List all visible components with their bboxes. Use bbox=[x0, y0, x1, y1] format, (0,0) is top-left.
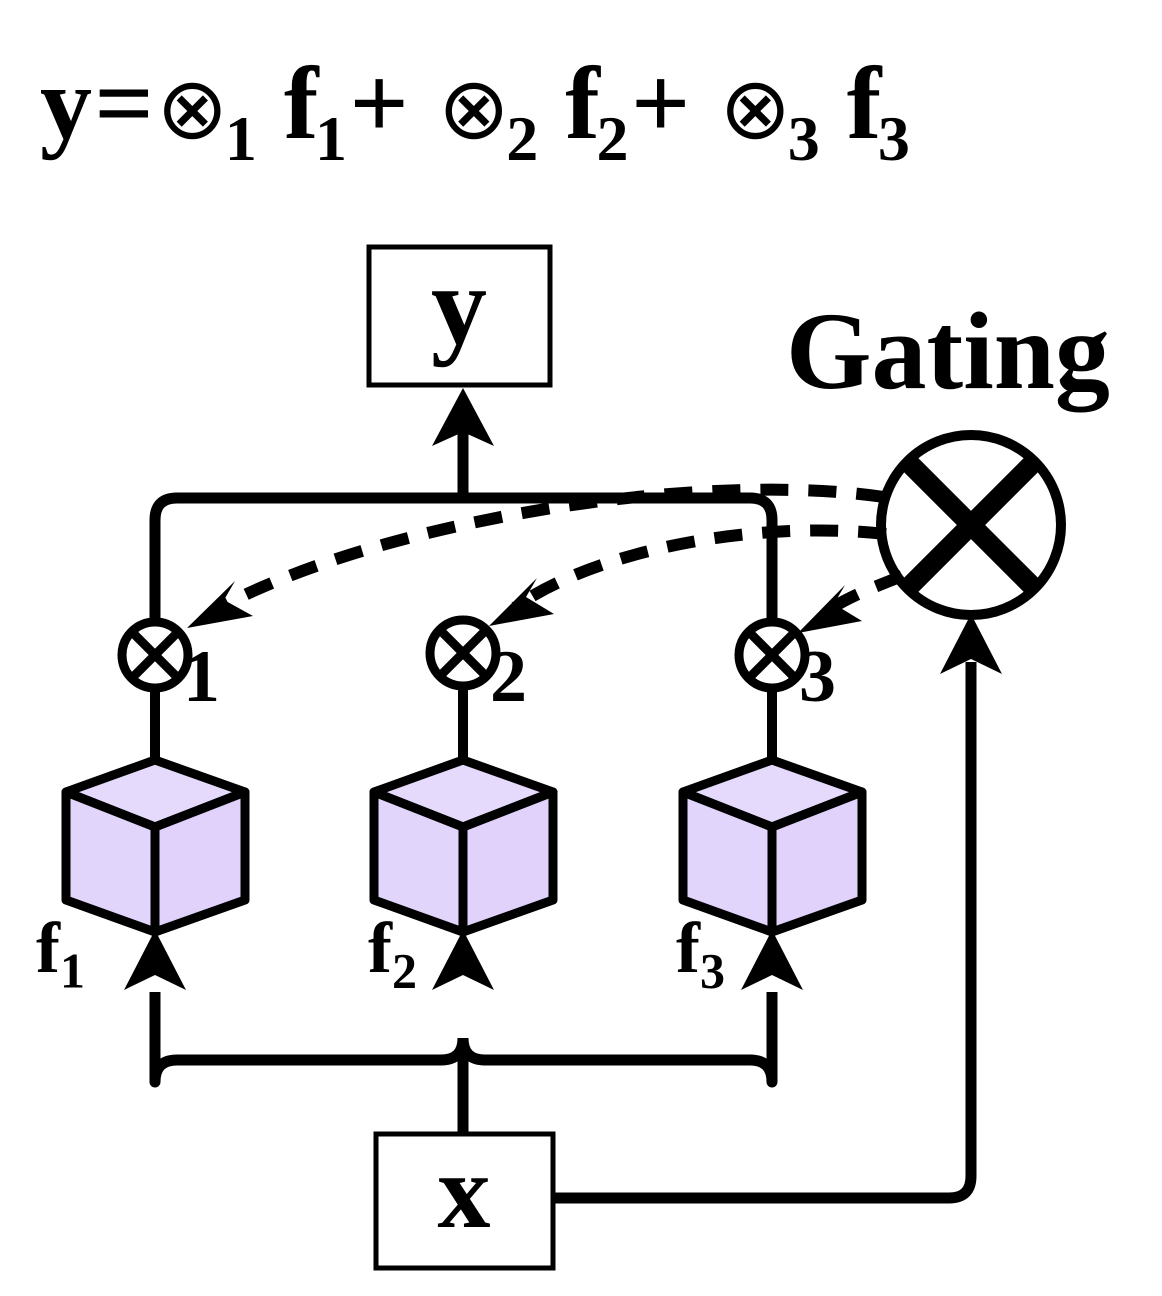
gate-node-2-subscript: 2 bbox=[490, 636, 527, 718]
equation-factor-2: f bbox=[565, 46, 601, 161]
gating-title: Gating bbox=[786, 290, 1110, 412]
equation-factor-1: f bbox=[283, 46, 319, 161]
gating-node[interactable] bbox=[876, 430, 1066, 620]
expert-cube-2 bbox=[369, 755, 558, 937]
expert-1-input-arrowhead bbox=[124, 930, 186, 990]
expert-1-label: f1 bbox=[36, 912, 85, 995]
equation-gate-sub-1: 1 bbox=[224, 102, 258, 174]
equation-plus-1: + bbox=[349, 46, 410, 161]
expert-2-label: f2 bbox=[368, 912, 417, 995]
expert-1-label-sub: 1 bbox=[59, 942, 85, 999]
equation-factor-sub-1: 1 bbox=[314, 102, 348, 174]
gating-signal-3-arrowhead bbox=[798, 585, 862, 633]
input-bus-left-wire bbox=[149, 992, 469, 1088]
equation: y=⊗1 f1+ ⊗2 f2+ ⊗3 f3 bbox=[40, 52, 910, 171]
expert-cube-2-right-face bbox=[458, 787, 558, 937]
gating-input-arrowhead bbox=[940, 614, 1002, 674]
gating-signal-1-wire bbox=[212, 483, 885, 616]
gating-signal-3-wire bbox=[819, 570, 905, 619]
expert-3-input-arrowhead bbox=[741, 930, 803, 990]
gate-node-2[interactable] bbox=[425, 615, 501, 691]
otimes-icon-1: ⊗ bbox=[156, 59, 229, 159]
expert-cube-3 bbox=[678, 755, 867, 937]
expert-3-label: f3 bbox=[676, 912, 725, 995]
equation-equals: = bbox=[94, 46, 155, 161]
equation-gate-sub-2: 2 bbox=[506, 102, 539, 174]
expert-2-label-base: f bbox=[368, 908, 392, 988]
output-box-label: y bbox=[431, 244, 487, 368]
input-box bbox=[373, 1131, 556, 1271]
summation-bus-wire bbox=[149, 492, 778, 648]
equation-lhs: y bbox=[40, 46, 93, 161]
expert-2-label-sub: 2 bbox=[391, 942, 417, 999]
gate-node-3[interactable] bbox=[734, 617, 810, 693]
expert-cube-1-right-face bbox=[150, 787, 250, 937]
equation-plus-2: + bbox=[630, 46, 691, 161]
equation-factor-sub-2: 2 bbox=[596, 102, 629, 174]
otimes-icon-2: ⊗ bbox=[437, 59, 511, 159]
output-box bbox=[366, 244, 553, 388]
equation-factor-3: f bbox=[846, 46, 882, 161]
gate-node-1-subscript: 1 bbox=[183, 636, 220, 718]
expert-3-label-base: f bbox=[676, 908, 700, 988]
otimes-icon-3: ⊗ bbox=[719, 59, 792, 159]
expert-1-label-base: f bbox=[36, 908, 60, 988]
expert-cube-3-right-face bbox=[767, 787, 867, 937]
expert-2-input-arrowhead bbox=[432, 930, 494, 990]
gate-node-3-subscript: 3 bbox=[799, 636, 836, 718]
equation-factor-sub-3: 3 bbox=[877, 102, 911, 174]
expert-3-label-sub: 3 bbox=[699, 942, 725, 999]
expert-cube-1 bbox=[61, 755, 250, 937]
input-to-gating-wire bbox=[553, 662, 977, 1204]
equation-gate-sub-3: 3 bbox=[787, 102, 821, 174]
sum-trunk-arrowhead bbox=[432, 388, 494, 446]
gating-signal-2-wire bbox=[511, 524, 887, 612]
input-bus-right-wire bbox=[457, 992, 778, 1088]
gating-signal-2-arrowhead bbox=[489, 578, 554, 626]
gate-node-1[interactable] bbox=[117, 617, 193, 693]
gating-signal-1-arrowhead bbox=[187, 581, 253, 628]
input-box-label: x bbox=[437, 1133, 491, 1250]
